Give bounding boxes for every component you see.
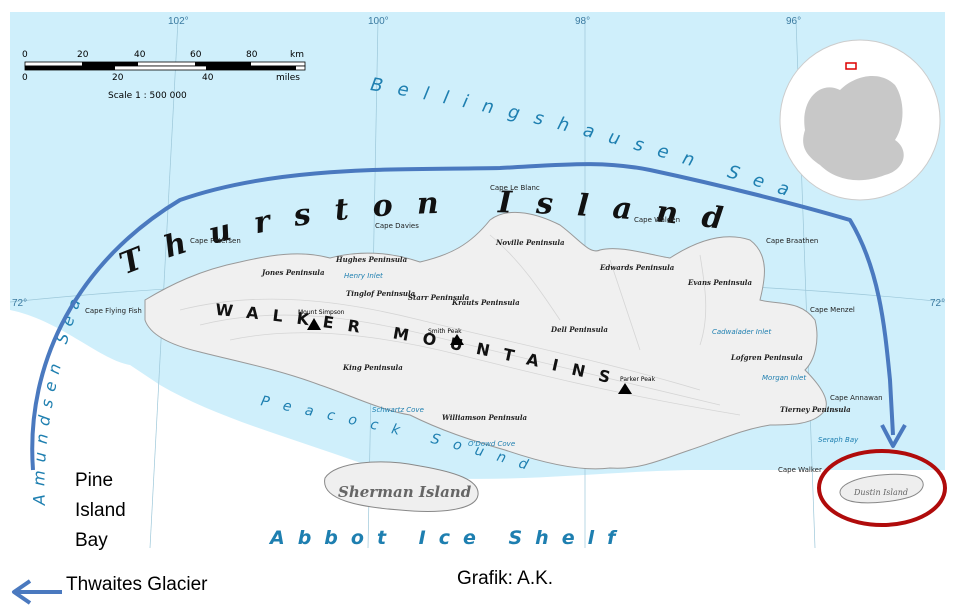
lat-label-west: 72° (12, 298, 27, 309)
label-odowd-cove: O'Dowd Cove (468, 440, 515, 448)
label-jones-peninsula: Jones Peninsula (260, 268, 325, 277)
label-cadwalader-inlet: Cadwalader Inlet (712, 328, 771, 336)
abbot-ice-shelf (10, 310, 775, 548)
label-edwards-peninsula: Edwards Peninsula (599, 263, 675, 272)
peak-marker-parker (618, 383, 632, 394)
cape-labels: Cape Petersen Cape Davies Cape Le Blanc … (85, 184, 883, 474)
label-cape-walden: Cape Walden (634, 216, 680, 224)
label-tierney-peninsula: Tierney Peninsula (780, 405, 851, 414)
label-sherman-island: Sherman Island (338, 483, 472, 501)
scale-mi-40: 40 (202, 73, 214, 83)
peak-marker-simpson (307, 318, 321, 330)
label-lofgren-peninsula: Lofgren Peninsula (730, 353, 803, 362)
label-smith-peak: Smith Peak (428, 328, 462, 335)
label-dustin-island: Dustin Island (853, 488, 908, 497)
label-seraph-bay: Seraph Bay (818, 436, 859, 444)
dustin-island-land (839, 473, 924, 504)
label-starr-peninsula: Starr Peninsula (408, 293, 470, 302)
scale-mi-20: 20 (112, 73, 124, 83)
thurston-island-land (144, 211, 827, 470)
scale-mi-0: 0 (22, 73, 28, 83)
scale-km-60: 60 (190, 50, 202, 60)
pine-line: Pine (75, 470, 114, 491)
island-line: Island (75, 500, 126, 521)
lat-label-east: 72° (930, 298, 945, 309)
sherman-island-land (324, 461, 479, 512)
label-cape-flying-fish: Cape Flying Fish (85, 307, 142, 315)
label-dell-peninsula: Dell Peninsula (550, 325, 608, 334)
label-cape-annawan: Cape Annawan (830, 394, 883, 402)
scale-km-40: 40 (134, 50, 146, 60)
label-krauts-peninsula: Krauts Peninsula (451, 298, 520, 307)
label-schwartz-cove: Schwartz Cove (372, 406, 424, 414)
route-line (30, 162, 895, 471)
thwaites-arrowhead (12, 579, 32, 605)
scale-mi-unit: miles (276, 73, 300, 83)
label-williamson-peninsula: Williamson Peninsula (442, 413, 528, 422)
route-arrowhead (880, 424, 907, 448)
label-parker-peak: Parker Peak (620, 376, 656, 383)
lon-label-102: 102° (168, 16, 189, 27)
lon-label-100: 100° (368, 16, 389, 27)
scale-km-20: 20 (77, 50, 89, 60)
label-cape-davies: Cape Davies (375, 222, 419, 230)
label-cape-walker: Cape Walker (778, 466, 822, 474)
lon-label-98: 98° (575, 16, 590, 27)
scale-km-unit: km (290, 50, 304, 60)
thwaites-glacier-label: Thwaites Glacier (66, 574, 208, 595)
label-henry-inlet: Henry Inlet (344, 272, 383, 280)
inset-location-marker (845, 62, 857, 70)
contours (179, 234, 741, 416)
bay-line: Bay (75, 530, 108, 551)
label-hughes-peninsula: Hughes Peninsula (335, 255, 408, 264)
label-cape-le-blanc: Cape Le Blanc (490, 184, 540, 192)
inlet-labels: Henry Inlet Morgan Inlet Cadwalader Inle… (344, 272, 859, 448)
pine-island-bay-label: Pine Island Bay (75, 466, 126, 556)
label-mount-simpson: Mount Simpson (298, 309, 345, 316)
label-morgan-inlet: Morgan Inlet (762, 374, 806, 382)
label-cape-braathen: Cape Braathen (766, 237, 818, 245)
scale-km-80: 80 (246, 50, 258, 60)
scale-km-0: 0 (22, 50, 28, 60)
label-cape-petersen: Cape Petersen (190, 237, 241, 245)
feature-labels: Jones Peninsula Hughes Peninsula Tinglof… (260, 238, 851, 422)
label-abbot-ice-shelf: Abbot Ice Shelf (268, 527, 628, 549)
label-noville-peninsula: Noville Peninsula (495, 238, 565, 247)
antarctica-shape (803, 75, 904, 181)
label-king-peninsula: King Peninsula (342, 363, 403, 372)
peak-marker-smith (450, 334, 464, 345)
scale-bar: 0 20 40 60 80 km 0 20 40 miles Scale 1 :… (22, 50, 306, 101)
label-cape-menzel: Cape Menzel (810, 306, 855, 314)
peaks: Mount Simpson Smith Peak Parker Peak (298, 309, 656, 394)
label-evans-peninsula: Evans Peninsula (687, 278, 752, 287)
credit-label: Grafik: A.K. (457, 568, 554, 589)
label-tinglof-peninsula: Tinglof Peninsula (346, 289, 416, 298)
dustin-highlight-ellipse (817, 449, 947, 527)
lon-label-96: 96° (786, 16, 801, 27)
scale-ratio: Scale 1 : 500 000 (108, 91, 187, 101)
